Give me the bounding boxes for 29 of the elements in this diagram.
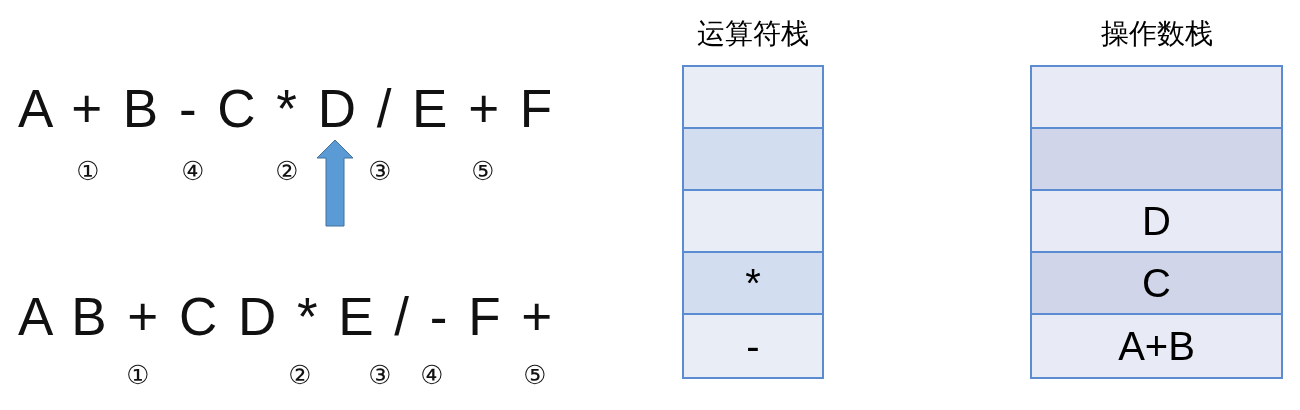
cell-value: * [745,263,761,303]
order-number: ② [288,362,312,388]
order-number: ③ [368,362,392,388]
order-number: ④ [181,158,205,184]
stack-cell [684,315,822,377]
cell-value: A+B [1118,326,1195,366]
stack-cell [1032,253,1281,315]
expression-text: A + B - C * D / E + F [18,82,556,135]
stack-cell [1032,315,1281,377]
stack-title: 操作数栈 [1100,16,1213,52]
stack-cell [684,253,822,315]
order-number: ③ [368,158,392,184]
order-number: ① [126,362,150,388]
stack-cell [1032,67,1281,129]
order-number: ④ [420,362,444,388]
stack-cell [684,67,822,129]
order-number: ① [76,158,100,184]
cell-value: D [1142,201,1171,241]
order-number: ② [275,158,299,184]
stack-cell [1032,191,1281,253]
order-number: ⑤ [471,158,495,184]
cell-value: - [746,326,760,366]
cell-value: C [1142,263,1171,303]
stack-cell [1032,129,1281,191]
stack-cell [684,129,822,191]
stack-cell [684,191,822,253]
expression-text: A B + C D * E / - F + [18,290,556,343]
order-number: ⑤ [523,362,547,388]
stack-title: 运算符栈 [697,16,809,52]
